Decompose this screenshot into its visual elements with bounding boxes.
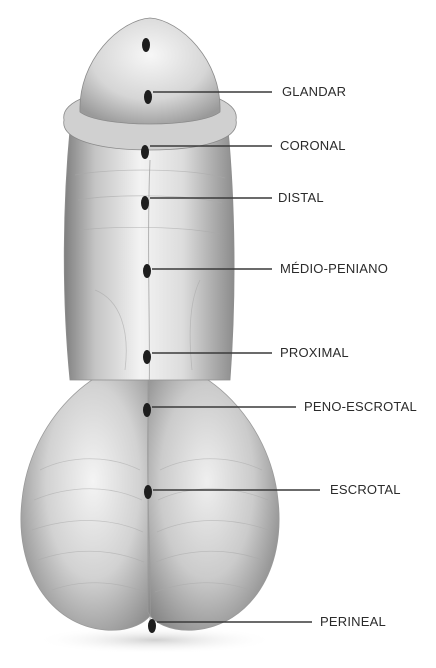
opening-distal — [141, 196, 149, 210]
label-glandar: GLANDAR — [282, 84, 346, 100]
opening-tip — [142, 38, 150, 52]
label-escrotal: ESCROTAL — [330, 482, 401, 498]
opening-escrotal — [144, 485, 152, 499]
label-distal: DISTAL — [278, 190, 324, 206]
glans — [80, 18, 220, 124]
label-perineal: PERINEAL — [320, 614, 386, 630]
label-coronal: CORONAL — [280, 138, 346, 154]
scrotum-right-lobe — [148, 360, 279, 630]
opening-medio-peniano — [143, 264, 151, 278]
opening-proximal — [143, 350, 151, 364]
label-peno-escrotal: PENO-ESCROTAL — [304, 399, 417, 415]
label-medio-peniano: MÉDIO-PENIANO — [280, 261, 388, 277]
opening-coronal — [141, 145, 149, 159]
opening-peno-escrotal — [143, 403, 151, 417]
opening-glandar — [144, 90, 152, 104]
label-proximal: PROXIMAL — [280, 345, 349, 361]
scrotum-left-lobe — [21, 360, 152, 630]
opening-perineal — [148, 619, 156, 633]
